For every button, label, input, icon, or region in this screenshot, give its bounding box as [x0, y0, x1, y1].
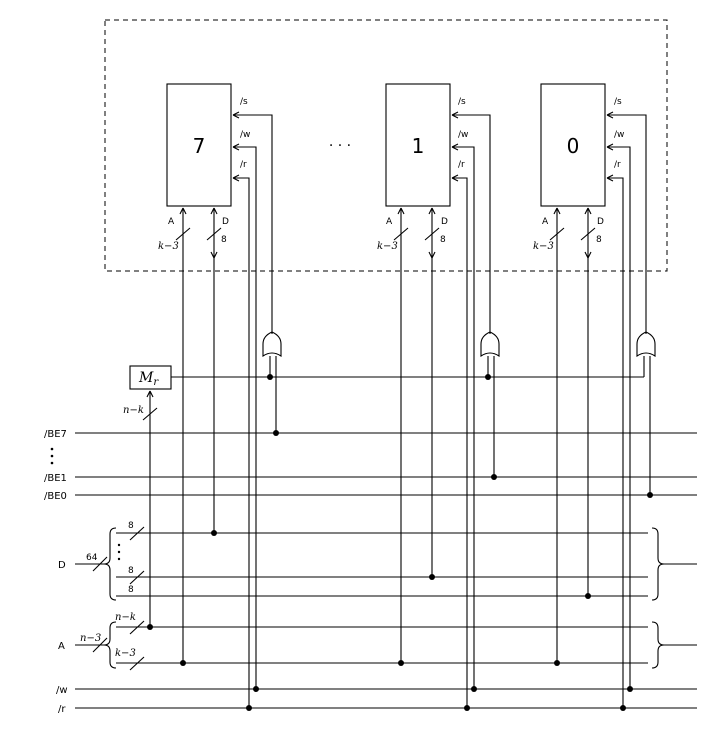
byte-enable-lines: /BE7 /BE1 /BE0: [44, 429, 697, 502]
junction-dots: [147, 374, 653, 711]
label-be1: /BE1: [44, 473, 67, 484]
memory-chip-1: 1 /s /w /r A D k−3 8: [377, 83, 491, 708]
junction-dot: [491, 474, 497, 480]
chip-1-port-s: /s: [458, 97, 466, 107]
dots-vertical-d: [117, 543, 121, 547]
chip-1-port-a: A: [386, 217, 393, 227]
address-bus: A n−3 n−k k−3: [58, 612, 697, 671]
chip-7-port-s: /s: [240, 97, 248, 107]
or-gate-1: [480, 331, 500, 477]
or-gate-7: [262, 331, 282, 433]
chip-0-port-w: /w: [614, 130, 624, 140]
module-boundary: [104, 19, 668, 272]
junction-dot: [485, 374, 491, 380]
junction-dot: [471, 686, 477, 692]
dots-vertical-be-3: [50, 461, 54, 465]
junction-dot: [554, 660, 560, 666]
chip-0-port-a: A: [542, 217, 549, 227]
chip-1-port-r: /r: [458, 160, 465, 170]
chip-7-width-d: 8: [221, 235, 227, 245]
memory-chip-7: 7 /s /w /r A D k−3 8: [158, 83, 273, 708]
data-sub-width-1: 8: [128, 521, 134, 531]
decoder-label-sub: r: [153, 377, 159, 388]
decoder-mr: Mr n−k: [123, 365, 644, 627]
data-sub-width-3: 8: [128, 585, 134, 595]
junction-dot: [647, 492, 653, 498]
dots-vertical-d-3: [117, 557, 121, 561]
chip-0-label: 0: [567, 134, 580, 158]
decoder-label-main: M: [138, 370, 154, 386]
chip-7-port-w: /w: [240, 130, 250, 140]
address-sub-width-1: n−k: [115, 612, 136, 623]
junction-dot: [585, 593, 591, 599]
chips-ellipsis: · · ·: [329, 138, 351, 154]
chip-7-width-a: k−3: [158, 241, 179, 252]
address-bus-width: n−3: [80, 633, 101, 644]
decoder-label: Mr: [138, 370, 159, 388]
junction-dot: [464, 705, 470, 711]
label-a: A: [58, 641, 65, 652]
control-lines: /w /r: [56, 685, 697, 715]
junction-dot: [211, 530, 217, 536]
dots-vertical-be: [50, 447, 54, 451]
chip-7-body: [166, 83, 232, 207]
junction-dot: [620, 705, 626, 711]
address-sub-width-2: k−3: [115, 648, 136, 659]
dots-vertical-d-2: [117, 550, 121, 554]
junction-dot: [273, 430, 279, 436]
chip-7-port-a: A: [168, 217, 175, 227]
data-bus-width: 64: [86, 553, 98, 563]
chip-0-width-a: k−3: [533, 241, 554, 252]
label-d: D: [58, 560, 66, 571]
chip-1-width-a: k−3: [377, 241, 398, 252]
junction-dot: [398, 660, 404, 666]
chip-0-width-d: 8: [596, 235, 602, 245]
chip-7-port-d: D: [222, 217, 229, 227]
junction-dot: [180, 660, 186, 666]
dots-vertical-be-2: [50, 454, 54, 458]
data-sub-width-2: 8: [128, 566, 134, 576]
junction-dot: [253, 686, 259, 692]
label-w: /w: [56, 685, 68, 696]
chip-7-port-r: /r: [240, 160, 247, 170]
junction-dot: [267, 374, 273, 380]
memory-chip-0: 0 /s /w /r A D k−3 8: [533, 83, 647, 708]
label-be7: /BE7: [44, 429, 67, 440]
label-be0: /BE0: [44, 491, 67, 502]
label-r: /r: [58, 704, 66, 715]
chip-0-port-s: /s: [614, 97, 622, 107]
chip-7-label: 7: [193, 134, 206, 158]
chip-1-port-w: /w: [458, 130, 468, 140]
chip-0-port-r: /r: [614, 160, 621, 170]
or-gate-0: [636, 331, 656, 495]
chip-0-body: [540, 83, 606, 207]
chip-1-label: 1: [412, 134, 425, 158]
decoder-input-width: n−k: [123, 405, 144, 416]
data-bus: D 64 8 8 8: [58, 521, 697, 601]
junction-dot: [246, 705, 252, 711]
chip-1-port-d: D: [441, 217, 448, 227]
chip-1-body: [385, 83, 451, 207]
chip-0-port-d: D: [597, 217, 604, 227]
junction-dot: [627, 686, 633, 692]
junction-dot: [147, 624, 153, 630]
chip-1-width-d: 8: [440, 235, 446, 245]
junction-dot: [429, 574, 435, 580]
